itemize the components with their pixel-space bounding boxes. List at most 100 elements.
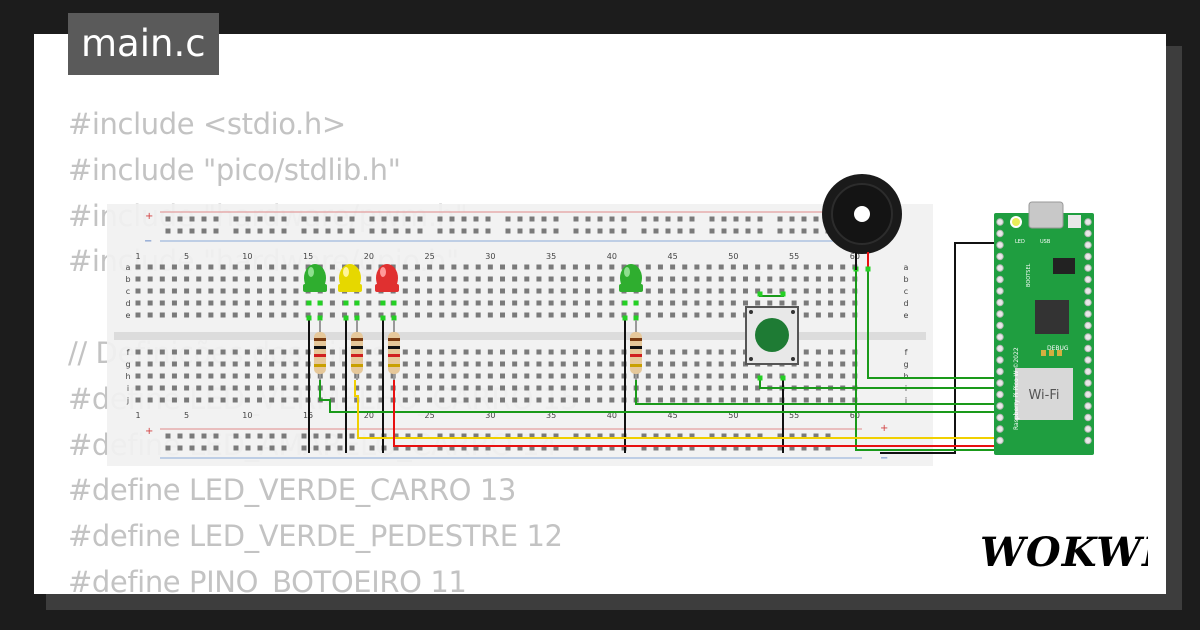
breadboard-hole[interactable] [184, 361, 190, 367]
rail-hole[interactable] [757, 228, 763, 234]
breadboard-hole[interactable] [743, 264, 748, 270]
breadboard-hole[interactable] [171, 373, 177, 379]
rail-hole[interactable] [609, 216, 615, 222]
rail-hole[interactable] [325, 433, 331, 439]
breadboard-hole[interactable] [220, 361, 226, 367]
breadboard-hole[interactable] [597, 300, 603, 306]
breadboard-hole[interactable] [815, 288, 821, 294]
breadboard-hole[interactable] [657, 373, 663, 379]
rail-hole[interactable] [369, 228, 375, 234]
breadboard-hole[interactable] [147, 397, 153, 403]
breadboard-hole[interactable] [342, 385, 348, 391]
breadboard-hole[interactable] [755, 385, 761, 391]
breadboard-hole[interactable] [500, 349, 505, 355]
breadboard-hole[interactable] [244, 288, 250, 294]
rail-hole[interactable] [757, 216, 763, 222]
breadboard-hole[interactable] [779, 276, 785, 282]
rail-hole[interactable] [393, 228, 399, 234]
rail-hole[interactable] [553, 433, 559, 439]
rail-hole[interactable] [801, 433, 807, 439]
rail-hole[interactable] [721, 228, 727, 234]
rail-hole[interactable] [233, 445, 239, 451]
breadboard-hole[interactable] [560, 264, 566, 270]
breadboard-hole[interactable] [743, 397, 748, 403]
breadboard-hole[interactable] [706, 312, 712, 318]
breadboard-hole[interactable] [657, 288, 663, 294]
breadboard-hole[interactable] [718, 276, 724, 282]
breadboard-hole[interactable] [536, 385, 542, 391]
breadboard-hole[interactable] [196, 264, 202, 270]
breadboard-hole[interactable] [159, 288, 165, 294]
breadboard-hole[interactable] [196, 361, 202, 367]
rail-hole[interactable] [573, 433, 579, 439]
rail-hole[interactable] [529, 433, 535, 439]
breadboard-hole[interactable] [232, 300, 238, 306]
pico-pin[interactable] [1084, 229, 1092, 238]
rail-hole[interactable] [517, 445, 523, 451]
rail-hole[interactable] [405, 216, 411, 222]
rail-hole[interactable] [653, 445, 659, 451]
breadboard-hole[interactable] [475, 349, 481, 355]
breadboard-hole[interactable] [718, 397, 724, 403]
breadboard-hole[interactable] [171, 349, 177, 355]
breadboard-hole[interactable] [487, 361, 493, 367]
breadboard-hole[interactable] [670, 397, 676, 403]
breadboard-hole[interactable] [609, 361, 615, 367]
breadboard-hole[interactable] [572, 276, 578, 282]
breadboard-hole[interactable] [560, 373, 566, 379]
breadboard-hole[interactable] [475, 361, 481, 367]
rail-hole[interactable] [597, 216, 603, 222]
breadboard-hole[interactable] [220, 264, 226, 270]
breadboard-hole[interactable] [743, 373, 748, 379]
breadboard-hole[interactable] [147, 264, 153, 270]
rail-hole[interactable] [505, 216, 511, 222]
breadboard-hole[interactable] [293, 373, 299, 379]
breadboard-hole[interactable] [828, 349, 834, 355]
breadboard-hole[interactable] [196, 312, 202, 318]
breadboard-hole[interactable] [281, 385, 287, 391]
breadboard-hole[interactable] [463, 385, 469, 391]
rail-hole[interactable] [393, 445, 399, 451]
rail-hole[interactable] [213, 228, 219, 234]
breadboard-hole[interactable] [463, 276, 469, 282]
breadboard-hole[interactable] [815, 312, 821, 318]
rail-hole[interactable] [541, 445, 547, 451]
breadboard-hole[interactable] [305, 312, 311, 318]
breadboard-hole[interactable] [718, 300, 724, 306]
breadboard-hole[interactable] [767, 300, 773, 306]
breadboard-hole[interactable] [439, 288, 445, 294]
rail-hole[interactable] [529, 445, 535, 451]
breadboard-hole[interactable] [718, 264, 724, 270]
breadboard-hole[interactable] [840, 373, 846, 379]
breadboard-hole[interactable] [645, 300, 651, 306]
rail-hole[interactable] [485, 433, 491, 439]
breadboard-hole[interactable] [451, 312, 457, 318]
rail-hole[interactable] [541, 433, 547, 439]
breadboard-hole[interactable] [755, 276, 761, 282]
breadboard-hole[interactable] [730, 312, 736, 318]
rail-hole[interactable] [733, 228, 739, 234]
breadboard-hole[interactable] [512, 288, 518, 294]
breadboard-hole[interactable] [694, 300, 700, 306]
pico-pin[interactable] [996, 241, 1004, 249]
breadboard-hole[interactable] [548, 397, 554, 403]
led-green-car[interactable] [303, 264, 327, 292]
breadboard-hole[interactable] [645, 288, 651, 294]
breadboard-hole[interactable] [451, 361, 457, 367]
breadboard-hole[interactable] [536, 361, 542, 367]
breadboard-hole[interactable] [670, 264, 676, 270]
breadboard-hole[interactable] [208, 373, 214, 379]
breadboard-hole[interactable] [572, 288, 578, 294]
rail-hole[interactable] [517, 216, 523, 222]
breadboard-hole[interactable] [500, 373, 505, 379]
breadboard-hole[interactable] [427, 288, 433, 294]
breadboard-hole[interactable] [293, 288, 299, 294]
breadboard-hole[interactable] [645, 385, 651, 391]
rail-hole[interactable] [417, 433, 423, 439]
rail-hole[interactable] [393, 216, 399, 222]
breadboard-hole[interactable] [694, 276, 700, 282]
breadboard-hole[interactable] [451, 276, 457, 282]
breadboard-hole[interactable] [439, 300, 445, 306]
breadboard-hole[interactable] [645, 361, 651, 367]
breadboard-hole[interactable] [852, 312, 858, 318]
